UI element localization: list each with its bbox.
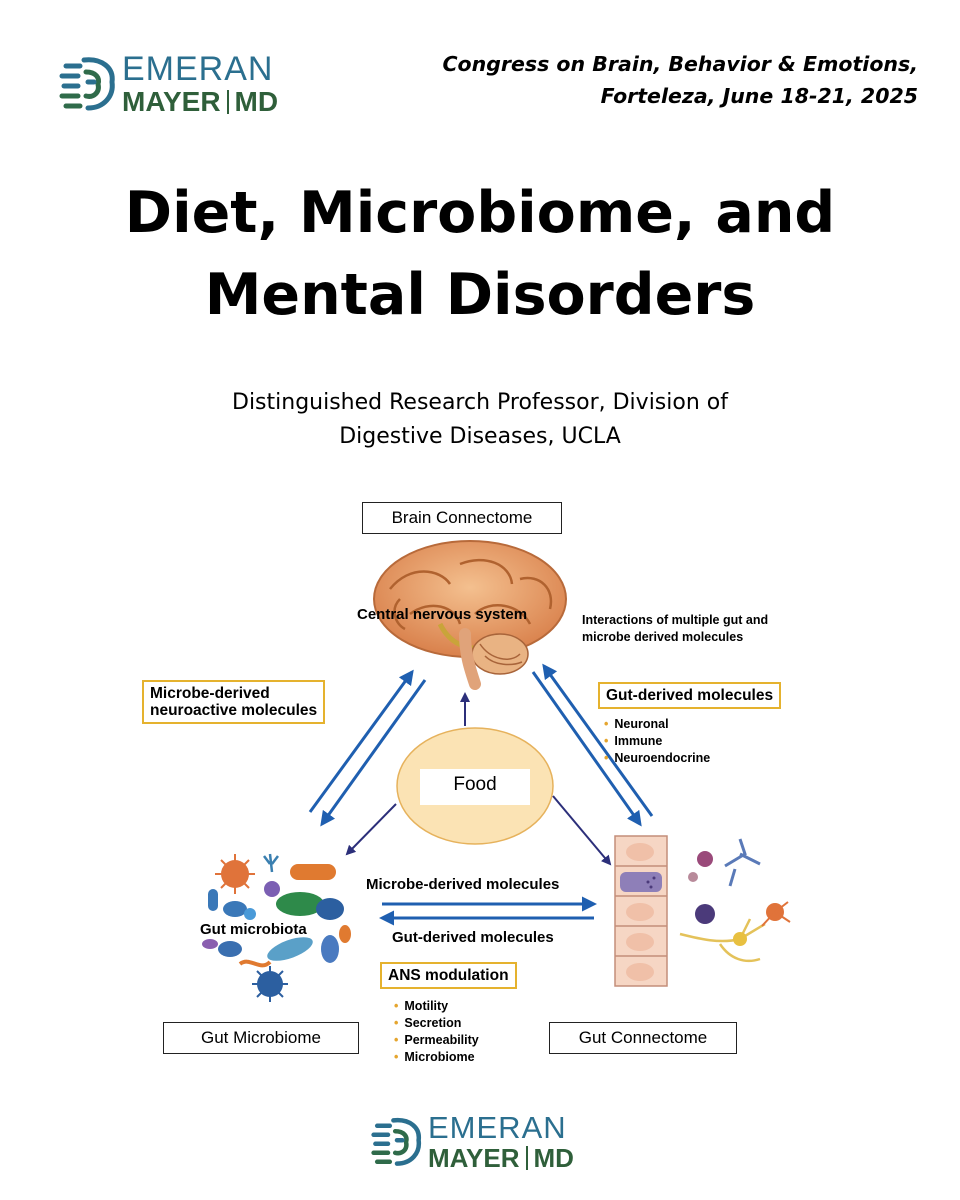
brain-gut-icon: [371, 1117, 422, 1166]
food-label: Food: [453, 774, 497, 795]
ans-item: Motility: [394, 998, 479, 1015]
page-title: Diet, Microbiome, and Mental Disorders: [0, 172, 960, 336]
gut-derived-item: Immune: [604, 733, 710, 750]
gut-derived-item: Neuronal: [604, 716, 710, 733]
gut-microbiome-label: Gut Microbiome: [163, 1022, 359, 1054]
immune-neuron-cells-illustration: [679, 838, 791, 963]
arrow-brain-to-microbiome: [320, 679, 427, 827]
congress-line-1: Congress on Brain, Behavior & Emotions,: [442, 52, 918, 76]
microbe-neuroactive-box: Microbe-derived neuroactive molecules: [142, 680, 326, 724]
logo-line-emeran: EMERAN: [428, 1110, 567, 1145]
food-label-box: [420, 769, 530, 805]
gut-microbiota-label: Gut microbiota: [200, 921, 307, 938]
microbe-derived-molecules-label: Microbe-derived molecules: [366, 876, 560, 893]
diagram-graphics: [202, 540, 791, 1002]
ans-item: Microbiome: [394, 1049, 479, 1066]
gut-brain-axis-diagram: Brain Connectome Central nervous system …: [140, 494, 820, 1074]
author-affiliation: Distinguished Research Professor, Divisi…: [0, 386, 960, 454]
brain-gut-icon: [59, 57, 115, 111]
ans-item: Permeability: [394, 1032, 478, 1049]
logo-line-emeran: EMERAN: [122, 50, 274, 88]
cns-label: Central nervous system: [357, 606, 528, 623]
arrow-food-to-microbiota: [345, 803, 397, 856]
ans-modulation-box: ANS modulation: [380, 962, 517, 989]
arrow-food-to-gut: [552, 795, 612, 866]
gut-derived-list: Neuronal Immune Neuroendocrine: [604, 716, 710, 767]
brain-connectome-label: Brain Connectome: [362, 502, 562, 534]
brain-illustration: [373, 540, 567, 690]
congress-line-2: Forteleza, June 18-21, 2025: [600, 84, 918, 108]
gut-derived-molecules-label: Gut-derived molecules: [392, 929, 554, 946]
arrow-microbiome-to-brain: [308, 669, 414, 813]
gut-derived-molecules-box: Gut-derived molecules: [598, 682, 782, 709]
arrow-brain-to-gut: [531, 671, 642, 827]
title-line-2: Mental Disorders: [204, 262, 756, 328]
congress-info: Congress on Brain, Behavior & Emotions, …: [442, 48, 918, 112]
gut-derived-item: Neuroendocrine: [604, 750, 710, 767]
arrow-gut-to-brain: [542, 663, 654, 817]
affiliation-line-1: Distinguished Research Professor, Divisi…: [232, 390, 728, 415]
interactions-label: Interactions of multiple gut and microbe…: [582, 613, 769, 644]
gut-epithelium-illustration: [614, 835, 668, 987]
ans-list: Motility Secretion Permeability Microbio…: [394, 998, 479, 1066]
title-line-1: Diet, Microbiome, and: [124, 180, 836, 246]
ans-item: Secretion: [394, 1015, 479, 1032]
affiliation-line-2: Digestive Diseases, UCLA: [339, 424, 621, 449]
gut-microbiota-illustration: [202, 853, 351, 1002]
gut-connectome-label: Gut Connectome: [549, 1022, 737, 1054]
